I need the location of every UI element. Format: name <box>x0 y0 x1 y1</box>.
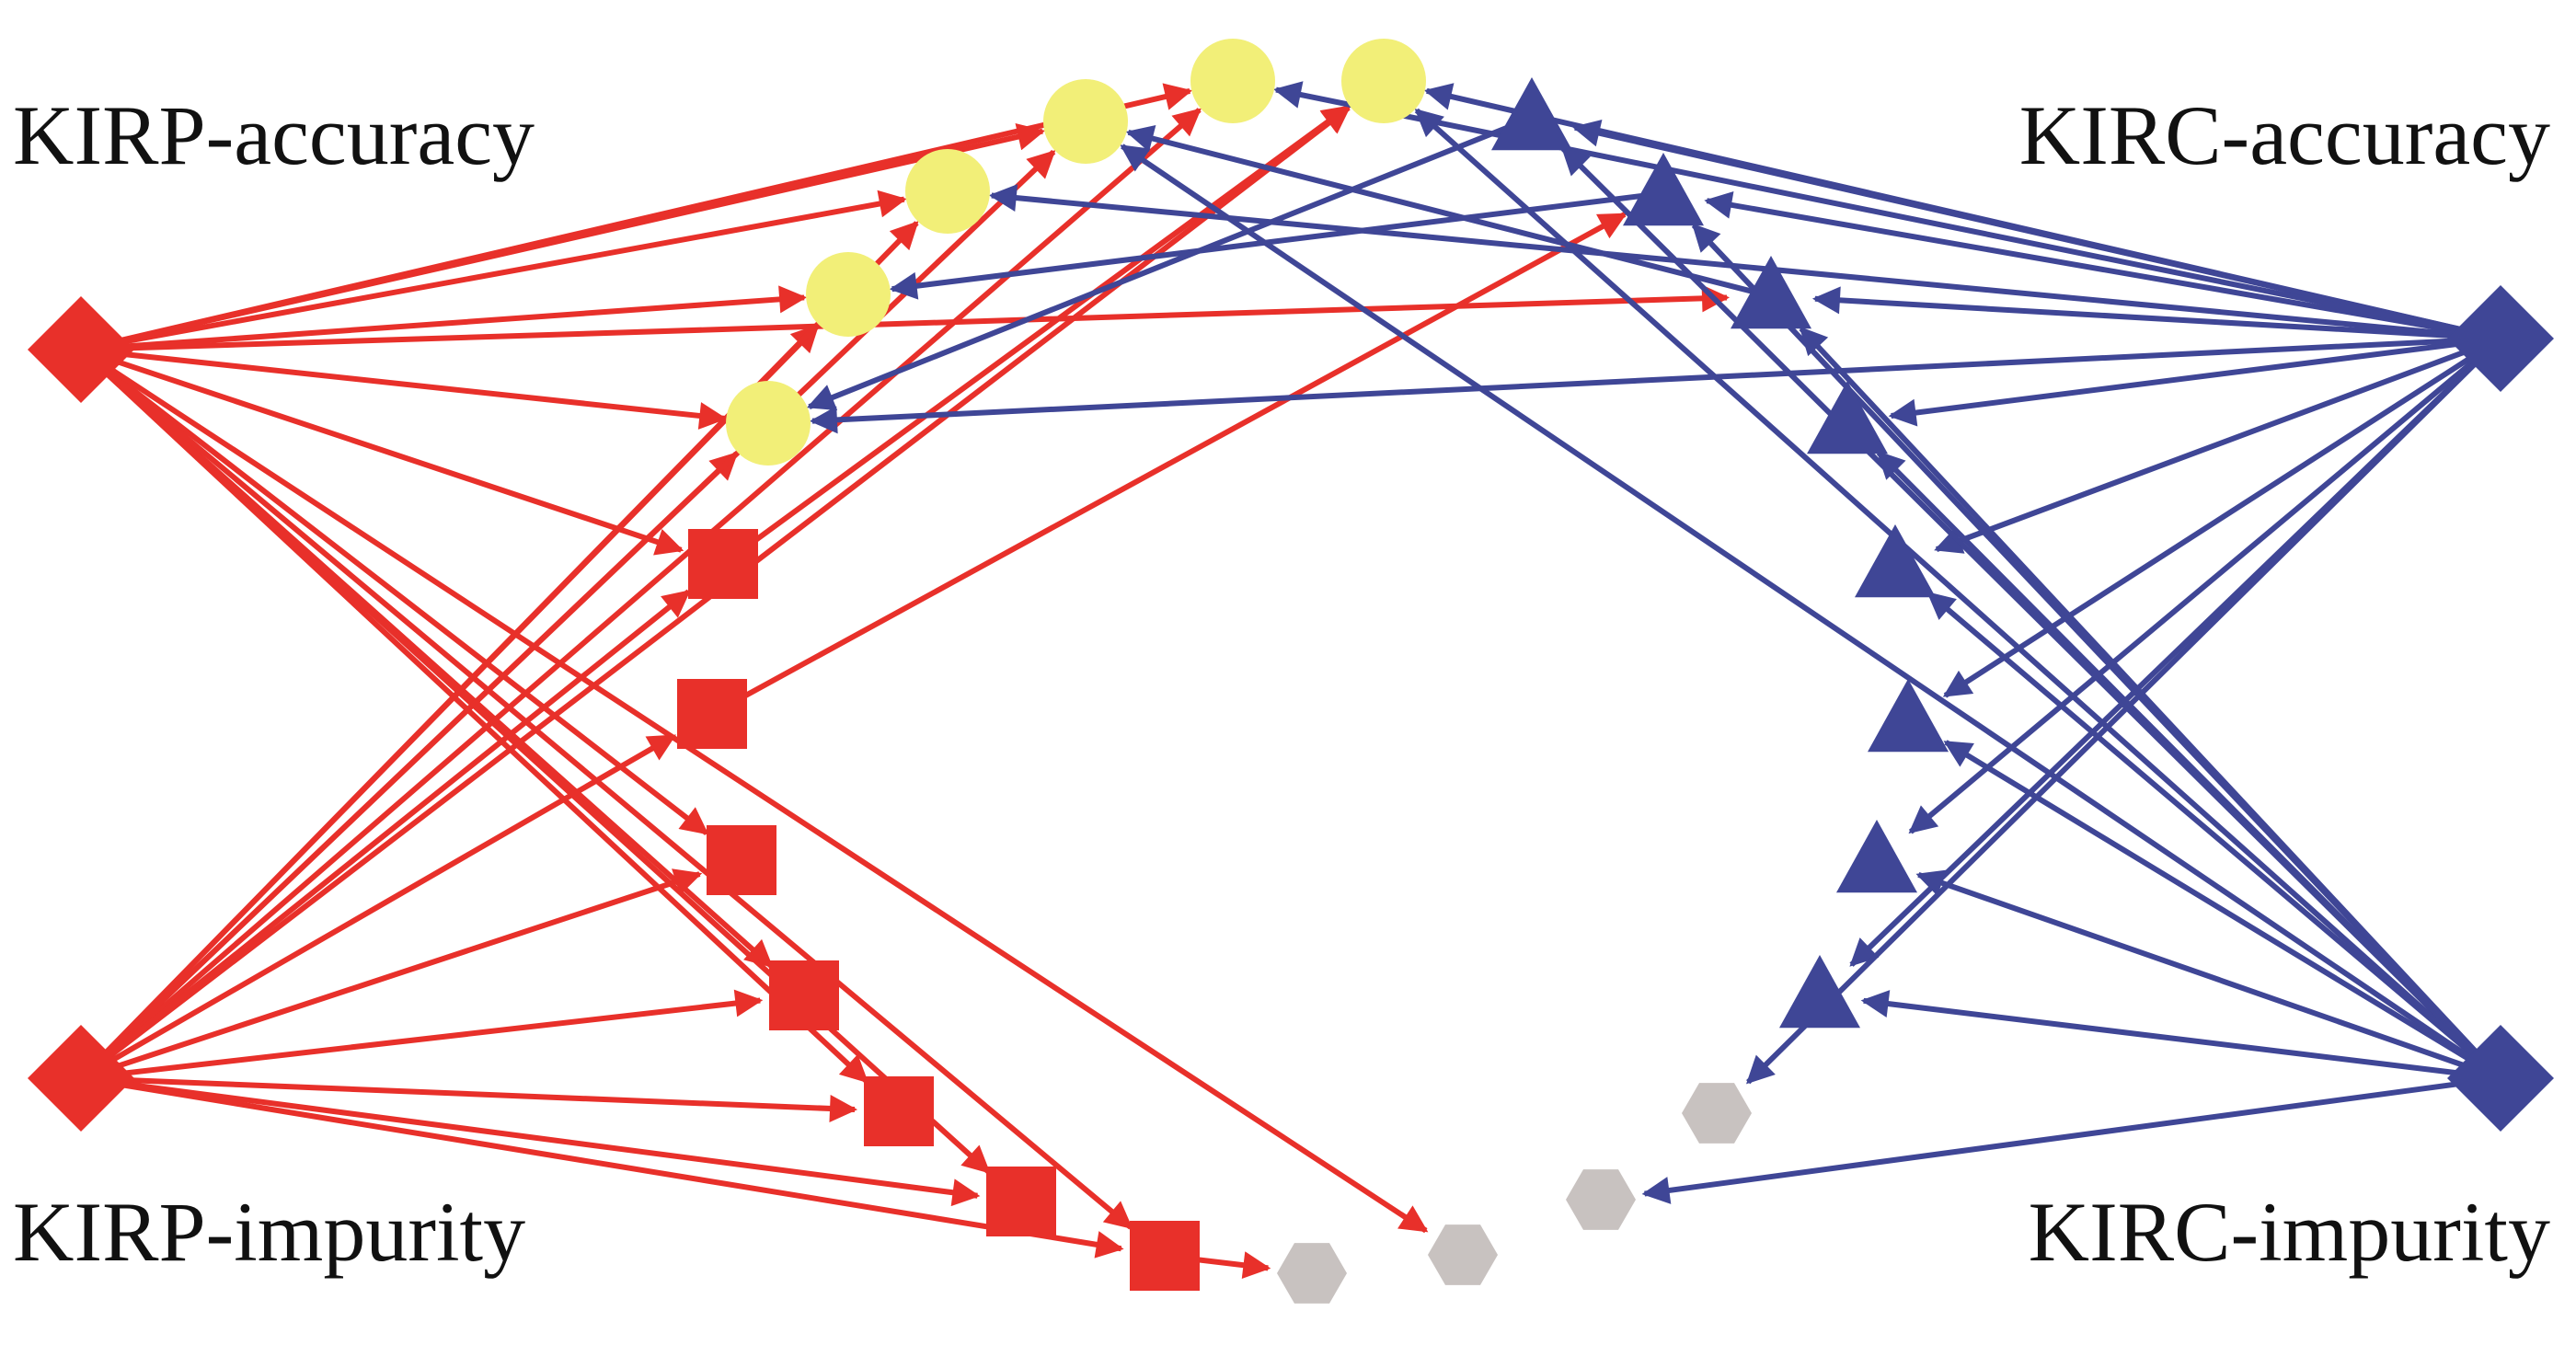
kirc-edge-kircA-t5 <box>1934 336 2502 554</box>
kirc-accuracy-label: KIRC-accuracy <box>2019 88 2550 182</box>
kirc-edge-kircI-t6 <box>1943 740 2502 1081</box>
kirc-edge-kircA-t3 <box>1811 286 2501 341</box>
node-r5 <box>864 1076 934 1146</box>
node-g3 <box>1682 1083 1752 1144</box>
kirp-edge-kirpI-r7 <box>80 1075 1124 1259</box>
kirc-edges <box>806 81 2503 1204</box>
kirp-edge-kirpA-y1 <box>80 347 728 430</box>
kirp-edge-kirpI-y5 <box>79 108 1202 1081</box>
node-t3 <box>1731 256 1811 329</box>
node-r2 <box>677 679 747 749</box>
kirp-edge-kirpA-y3 <box>80 190 907 352</box>
kirc-edge-kircA-y6 <box>1423 83 2501 341</box>
kirc-edge-kircA-t6 <box>1942 336 2502 698</box>
node-t4 <box>1807 381 1888 454</box>
kirc-edge-kircA-y5 <box>1273 81 2501 341</box>
kirp-edge-kirpA-r6 <box>78 347 991 1174</box>
node-r4 <box>769 960 839 1030</box>
node-r7 <box>1130 1221 1200 1291</box>
kirc-edge-kircA-y3 <box>988 184 2501 341</box>
kirp-impurity-label: KIRP-impurity <box>13 1185 525 1279</box>
kirc-edge-kircI-g4 <box>1641 1075 2501 1204</box>
node-kircA <box>2447 285 2554 392</box>
kirc-edge-kircA-y1 <box>809 336 2501 434</box>
node-t5 <box>1855 524 1936 598</box>
node-t7 <box>1836 820 1917 893</box>
node-t2 <box>1623 153 1704 226</box>
kirp-edge-kirpI-r1 <box>79 589 691 1081</box>
kirc-edge-kircA-t4 <box>1888 336 2501 427</box>
kirp-edges <box>78 83 1731 1280</box>
kirp-edge-kirpI-r5 <box>80 1075 858 1122</box>
kirp-edge-r2-t2 <box>710 212 1627 717</box>
node-kirpA <box>28 296 134 403</box>
kirc-edge-kircI-t4 <box>1876 450 2503 1081</box>
kirp-edge-kirpA-g2 <box>79 347 1429 1234</box>
node-g4 <box>1566 1169 1636 1230</box>
node-t1 <box>1491 77 1572 151</box>
kirc-edge-kircI-y6 <box>1414 108 2502 1081</box>
node-y6 <box>1341 39 1426 123</box>
kirp-edge-kirpA-r3 <box>79 347 709 836</box>
node-t8 <box>1779 955 1860 1029</box>
kirp-edge-kirpA-r7 <box>79 347 1133 1230</box>
node-r1 <box>688 529 758 599</box>
nodes <box>28 39 2554 1304</box>
kirp-edge-kirpI-y4 <box>78 149 1056 1081</box>
kirc-edge-t3-y4 <box>1125 124 1772 299</box>
node-y2 <box>806 252 891 337</box>
node-kircI <box>2447 1025 2554 1132</box>
node-y1 <box>726 381 811 466</box>
node-g2 <box>1428 1224 1498 1285</box>
kirc-edge-kircI-t8 <box>1860 990 2501 1081</box>
kirc-edge-kircI-y4 <box>1120 144 2502 1081</box>
kirc-edge-t1-y1 <box>806 115 1534 411</box>
kirc-edge-kircA-t7 <box>1908 336 2502 834</box>
kirc-edge-kircA-t2 <box>1704 191 2501 341</box>
kirp-edge-kirpI-r2 <box>79 733 677 1081</box>
node-kirpI <box>28 1025 134 1132</box>
kirp-edge-kirpI-r4 <box>80 989 764 1081</box>
kirc-edge-kircI-t7 <box>1915 869 2501 1081</box>
kirp-edge-kirpA-y5 <box>80 83 1193 352</box>
kirp-accuracy-label: KIRP-accuracy <box>13 88 535 182</box>
kirc-edge-kircA-g3 <box>1746 336 2503 1085</box>
kirc-edge-t2-y2 <box>889 190 1664 300</box>
node-y5 <box>1190 39 1275 123</box>
node-y4 <box>1043 79 1128 164</box>
node-t6 <box>1868 679 1949 753</box>
node-r3 <box>707 825 776 895</box>
kirp-edge-kirpI-r6 <box>80 1075 981 1207</box>
kirp-edge-r1-y6 <box>721 104 1351 567</box>
kirp-edge-kirpA-y2 <box>80 285 808 352</box>
kirp-edge-kirpI-r3 <box>80 868 703 1081</box>
kirc-edge-kircI-t3 <box>1799 326 2503 1081</box>
kirc-impurity-label: KIRC-impurity <box>2029 1185 2550 1279</box>
kirp-edge-kirpA-r1 <box>80 347 684 556</box>
node-r6 <box>986 1167 1056 1236</box>
kirc-edge-kircI-t5 <box>1926 591 2502 1081</box>
node-y3 <box>905 149 990 234</box>
kirp-edge-kirpI-y3 <box>78 221 919 1081</box>
node-g1 <box>1277 1243 1347 1304</box>
